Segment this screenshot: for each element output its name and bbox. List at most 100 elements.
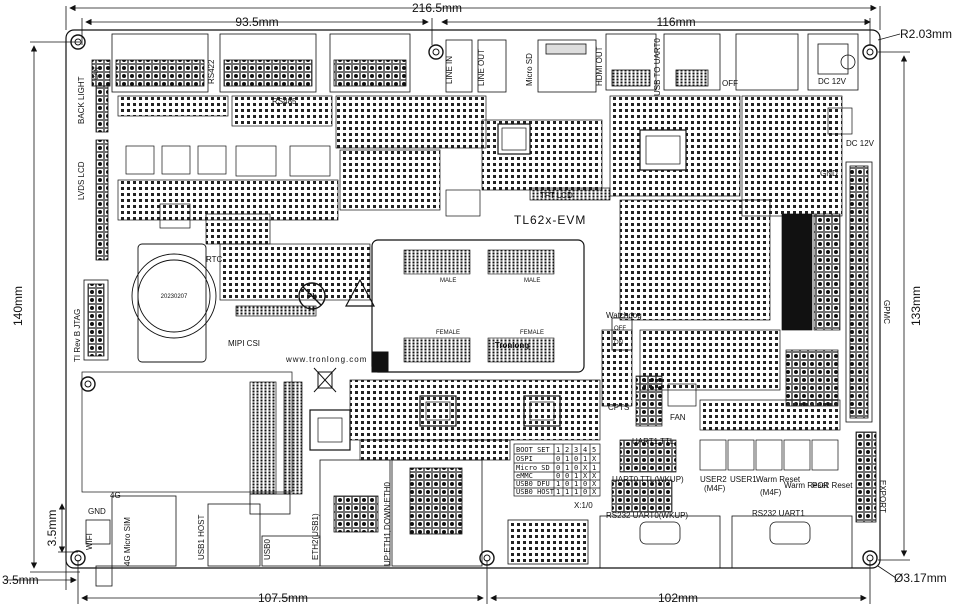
label-male-1: MALE xyxy=(440,278,456,284)
label-line-in: LINE IN xyxy=(445,56,454,84)
boot-cell: 1 xyxy=(574,480,578,488)
label-rs422: RS422 xyxy=(207,59,216,84)
board-url: www.tronlong.com xyxy=(285,355,367,364)
boot-table: BOOT SET 1 2 3 4 5 OSPI 0 1 0 1 X Micro … xyxy=(516,446,597,496)
rtc-battery xyxy=(131,243,217,363)
label-usb-to-uart0: USB TO UART0 xyxy=(653,38,662,96)
boot-cell: 0 xyxy=(565,472,569,480)
mounting-holes xyxy=(70,34,878,566)
label-can: CAN xyxy=(94,67,100,80)
label-fan: FAN xyxy=(670,413,686,422)
dim-left-offset: 3.5mm xyxy=(45,510,59,547)
label-female-1: FEMALE xyxy=(436,330,460,336)
boot-cell: 1 xyxy=(574,472,578,480)
label-x-note: X:1/0 xyxy=(574,501,593,510)
dim-left-height: 140mm xyxy=(11,286,25,326)
dim-top-left: 93.5mm xyxy=(235,15,278,29)
label-rtc: RTC xyxy=(206,255,223,264)
label-warm-reset-m4f-sub: (M4F) xyxy=(760,488,782,497)
board-title: TL62x-EVM xyxy=(514,213,586,227)
boot-cell: 1 xyxy=(565,455,569,463)
label-wd-off: OFF xyxy=(614,326,626,332)
boot-cell: X xyxy=(592,480,597,488)
boot-cell: 1 xyxy=(583,455,587,463)
label-male-2: MALE xyxy=(524,278,540,284)
boot-table-frame xyxy=(513,443,601,497)
label-off: OFF xyxy=(722,79,738,88)
label-rs485: RS485 xyxy=(272,97,297,106)
boot-header-col: 1 xyxy=(556,446,560,454)
label-jtag: TI Rev B JTAG xyxy=(73,309,82,362)
boot-cell: X xyxy=(583,464,588,472)
boot-cell: 0 xyxy=(556,455,560,463)
label-wd-on: ON xyxy=(614,340,623,346)
label-warm-reset: Warm Reset xyxy=(784,481,829,490)
boot-header-col: 5 xyxy=(592,446,596,454)
boot-cell: X xyxy=(592,472,597,480)
label-gnd-left: GND xyxy=(88,507,106,516)
boot-row-label: USB0 HOST xyxy=(516,488,555,496)
som-module xyxy=(371,239,585,373)
label-cpts: CPTS xyxy=(608,403,629,412)
pb-free-icon: Pb xyxy=(298,282,326,310)
boot-cell: 0 xyxy=(574,464,578,472)
boot-cell: 0 xyxy=(574,455,578,463)
label-4g: 4G xyxy=(110,491,121,500)
watchdog-switch xyxy=(611,317,633,351)
label-watchdog: Watchdog xyxy=(606,311,642,320)
gpmc-header xyxy=(845,161,877,523)
boot-header-label: BOOT SET xyxy=(516,446,551,454)
boot-cell: 0 xyxy=(556,464,560,472)
boot-row-label: Micro SD xyxy=(516,464,550,472)
label-dc12v-top: DC 12V xyxy=(818,77,847,86)
label-dc12v-right: DC 12V xyxy=(846,139,875,148)
boot-cell: X xyxy=(592,455,597,463)
label-eth2: ETH2(USB1) xyxy=(311,513,320,560)
dim-corner-radius: R2.03mm xyxy=(900,27,952,41)
boot-cell: 1 xyxy=(556,480,560,488)
label-warm-reset-m4f: Warm Reset xyxy=(756,475,801,484)
boot-cell: 0 xyxy=(583,488,587,496)
dim-total-width: 216.5mm xyxy=(412,1,462,15)
boot-cell: X xyxy=(583,472,588,480)
esd-warning-icon xyxy=(344,278,376,307)
label-micro-sd: Micro SD xyxy=(525,53,534,86)
weee-icon xyxy=(313,367,337,393)
boot-cell: X xyxy=(592,488,597,496)
dim-bottom-left: 107.5mm xyxy=(258,591,308,605)
label-female-2: FEMALE xyxy=(520,330,544,336)
label-uart0-ttl: UART0 TTL(WKUP) xyxy=(612,475,684,484)
boot-cell: 1 xyxy=(556,488,560,496)
label-eth1-eth0: UP:ETH1,DOWN:ETH0 xyxy=(383,481,392,566)
boot-cell: 1 xyxy=(565,488,569,496)
boot-cell: 1 xyxy=(574,488,578,496)
boot-cell: 0 xyxy=(565,480,569,488)
boot-cell: 0 xyxy=(583,480,587,488)
label-export: EXPORT xyxy=(878,480,887,513)
label-4g-sim: 4G Micro SIM xyxy=(123,517,132,566)
label-user1: USER1 xyxy=(730,475,757,484)
dim-bottom-right: 102mm xyxy=(658,591,698,605)
top-connectors xyxy=(91,33,859,93)
label-user2: USER2 xyxy=(700,475,727,484)
label-user2-sub: (M4F) xyxy=(704,484,726,493)
boot-cell: 1 xyxy=(565,464,569,472)
boot-row-label: USB0 DFU xyxy=(516,480,550,488)
label-uart1-ttl: UART1 TTL xyxy=(632,437,675,446)
boot-cell: 0 xyxy=(556,472,560,480)
pb-mark: Pb xyxy=(307,292,317,301)
component-field xyxy=(117,95,853,407)
label-gnd-right: GND xyxy=(820,169,838,178)
board-brand: Tronlong xyxy=(495,341,529,350)
label-rs232-uart0: RS232 UART0(WKUP) xyxy=(606,511,688,520)
dim-top-right: 116mm xyxy=(656,15,695,29)
label-back-light: BACK LIGHT xyxy=(77,76,86,124)
label-por-reset: POR Reset xyxy=(812,481,853,490)
boot-header-col: 4 xyxy=(583,446,587,454)
boot-header-col: 2 xyxy=(565,446,569,454)
bottom-connectors xyxy=(85,459,853,587)
label-usb0: USB0 xyxy=(263,539,272,560)
boot-row-label: OSPI xyxy=(516,455,533,463)
